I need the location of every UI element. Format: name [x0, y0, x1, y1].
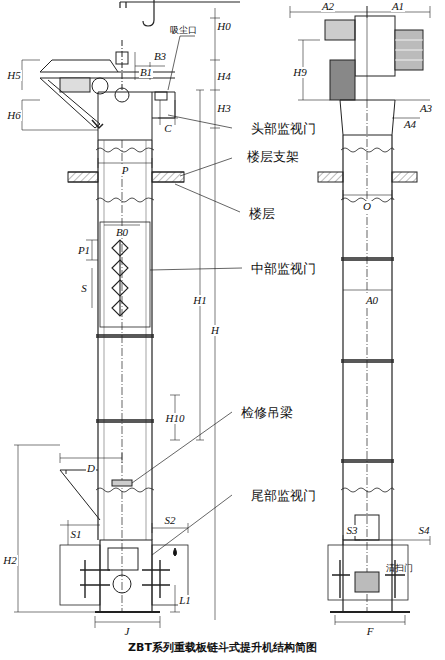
callout-label: 中部监视门: [250, 262, 317, 275]
dimension-label: S4: [418, 525, 431, 536]
dimension-label: H2: [2, 555, 17, 566]
callout-label: 楼层支架: [246, 150, 300, 163]
dimension-label: L1: [178, 595, 192, 606]
dimension-label: S2: [164, 515, 177, 526]
dimension-label: S3: [346, 525, 359, 536]
dimension-label: B0: [115, 227, 129, 238]
dimension-label: A4: [403, 119, 417, 130]
callout-label: 吸尘口: [169, 26, 198, 35]
dimension-label: S1: [70, 529, 83, 540]
dimension-label: A2: [321, 1, 335, 12]
dimension-label: O: [362, 201, 372, 212]
dimension-label: A3: [419, 103, 433, 114]
dimension-label: H6: [6, 110, 21, 121]
dimension-label: S: [80, 283, 88, 294]
dimension-label: H9: [292, 67, 307, 78]
dimension-label: H1: [192, 295, 207, 306]
dimension-label: H4: [216, 71, 231, 82]
dimension-label: A0: [365, 295, 379, 306]
dimension-label: B1: [139, 67, 153, 78]
dimension-label: F: [366, 626, 375, 637]
callout-label: 检修吊梁: [240, 406, 294, 419]
dimension-label: H3: [216, 103, 231, 114]
dimension-label: B3: [153, 51, 167, 62]
dimension-label: C: [163, 123, 172, 134]
callout-label: 清扫门: [385, 564, 414, 573]
dimension-label: D: [86, 463, 96, 474]
dimension-label: A1: [391, 1, 405, 12]
callout-label: 尾部监视门: [250, 489, 317, 502]
dimension-label: H5: [6, 70, 21, 81]
dimension-label: H: [210, 325, 220, 336]
dimension-label: P: [121, 165, 130, 176]
callout-label: 头部监视门: [250, 122, 317, 135]
callout-label: 楼层: [248, 207, 276, 220]
dimension-label: P1: [77, 245, 91, 256]
dimension-label: H0: [216, 21, 231, 32]
caption: ZBT系列重载板链斗式提升机结构简图: [0, 640, 445, 655]
dimension-label: J: [124, 626, 131, 637]
dimension-label: H10: [165, 413, 186, 424]
